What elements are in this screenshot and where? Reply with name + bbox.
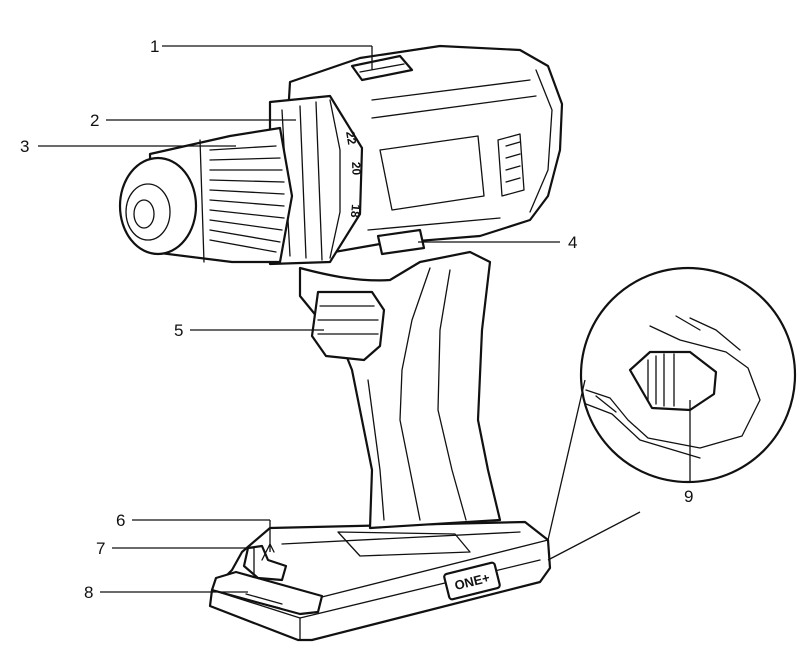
battery-latch xyxy=(210,570,324,616)
callout-7: 7 xyxy=(96,539,105,558)
keyless-chuck xyxy=(118,126,294,264)
one-plus-logo: ONE+ xyxy=(443,561,501,601)
direction-switch xyxy=(376,228,426,256)
callout-5: 5 xyxy=(174,321,183,340)
trigger xyxy=(310,290,386,362)
callout-2: 2 xyxy=(90,111,99,130)
callout-4: 4 xyxy=(568,233,577,252)
callout-leaders xyxy=(38,45,691,593)
callout-1: 1 xyxy=(150,37,159,56)
callout-8: 8 xyxy=(84,583,93,602)
callout-labels: 1 2 3 4 5 6 7 8 9 xyxy=(20,37,693,602)
callout-6: 6 xyxy=(116,511,125,530)
callout-3: 3 xyxy=(20,137,29,156)
clutch-mark-22: 22 xyxy=(343,130,359,146)
callout-9: 9 xyxy=(684,487,693,506)
clutch-mark-18: 18 xyxy=(348,204,363,219)
clutch-ring: 22 20 18 xyxy=(268,94,363,266)
speed-selector xyxy=(350,54,414,82)
clutch-mark-20: 20 xyxy=(349,162,363,176)
detail-magnifier xyxy=(547,266,797,561)
